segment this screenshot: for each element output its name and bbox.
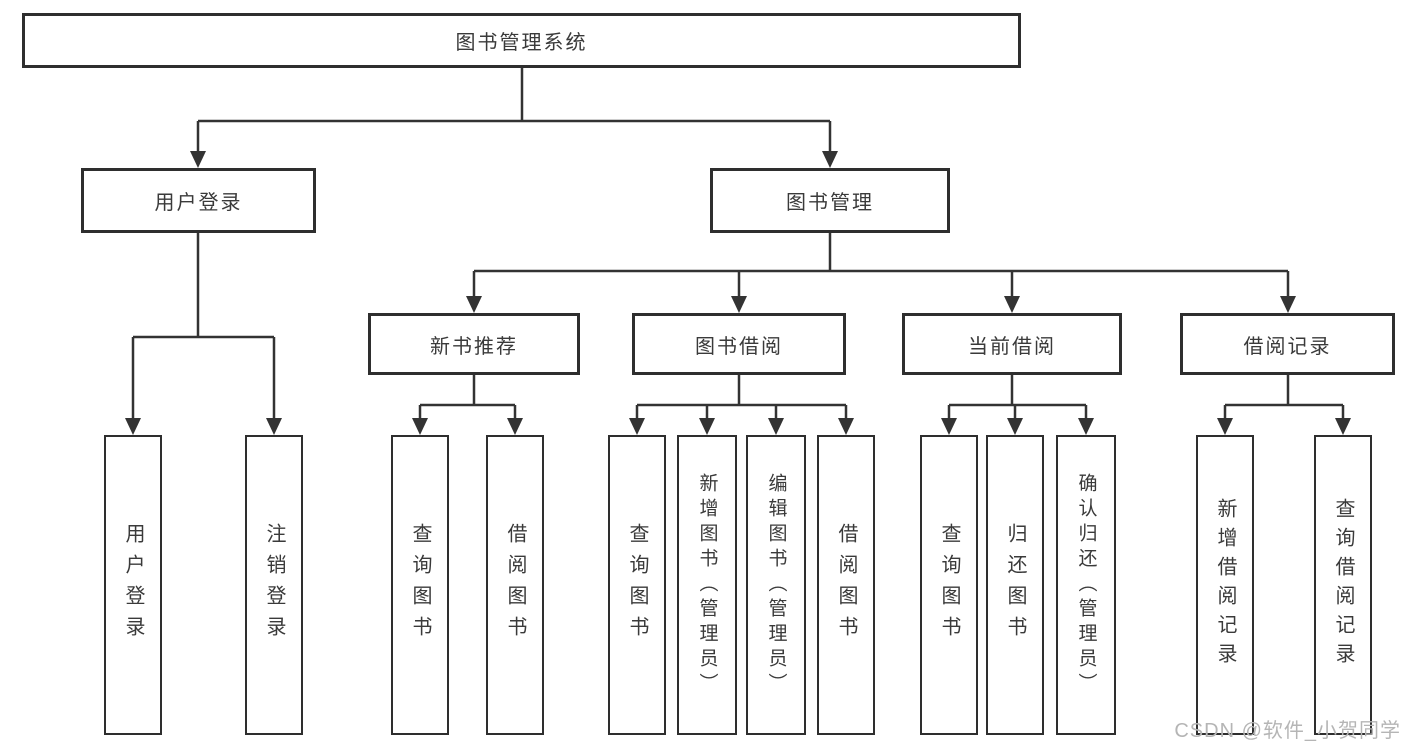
arrowhead [1004, 296, 1020, 313]
node-book-borrow: 图书借阅 [632, 313, 846, 375]
node-label: 图书借阅 [695, 335, 783, 358]
node-label: 用户登录 [122, 523, 144, 647]
leaf-add-borrow-record: 新增借阅记录 [1196, 435, 1254, 735]
book-borrow-branch-path [635, 375, 848, 420]
leaf-logout: 注销登录 [245, 435, 303, 735]
arrowhead [190, 151, 206, 168]
node-label: 新增借阅记录 [1214, 498, 1236, 672]
node-label: 新书推荐 [430, 335, 518, 358]
node-user-login: 用户登录 [81, 168, 316, 233]
leaf-query-books-current: 查询图书 [920, 435, 978, 735]
node-label: 编辑图书（管理员） [765, 472, 787, 698]
leaf-user-login: 用户登录 [104, 435, 162, 735]
user-login-branch-path [131, 233, 276, 420]
node-label: 图书管理系统 [455, 32, 588, 54]
arrowhead [1335, 418, 1351, 435]
node-book-management: 图书管理 [710, 168, 950, 233]
arrowhead [412, 418, 428, 435]
leaf-edit-books-admin: 编辑图书（管理员） [746, 435, 806, 735]
node-label: 借阅记录 [1243, 335, 1332, 358]
node-library-management-system: 图书管理系统 [22, 13, 1021, 68]
connector-paths [131, 68, 1345, 420]
node-label: 借阅图书 [835, 523, 857, 647]
leaf-add-books-admin: 新增图书（管理员） [677, 435, 737, 735]
node-label: 确认归还（管理员） [1075, 472, 1097, 698]
node-current-borrow: 当前借阅 [902, 313, 1122, 375]
leaf-borrow-books-recommend: 借阅图书 [486, 435, 544, 735]
arrowhead [838, 418, 854, 435]
current-borrow-branch-path [947, 375, 1088, 420]
borrow-records-branch-path [1223, 375, 1345, 420]
leaf-query-borrow-record: 查询借阅记录 [1314, 435, 1372, 735]
node-label: 注销登录 [263, 523, 285, 647]
leaf-borrow-books: 借阅图书 [817, 435, 875, 735]
arrowheads [125, 151, 1351, 435]
leaf-query-books-borrow: 查询图书 [608, 435, 666, 735]
watermark: CSDN @软件_小贺同学 [1174, 720, 1401, 742]
node-label: 查询图书 [938, 523, 960, 647]
node-label: 查询图书 [409, 523, 431, 647]
new-book-recommend-branch-path [418, 375, 517, 420]
arrowhead [466, 296, 482, 313]
node-label: 用户登录 [154, 192, 243, 214]
node-label: 图书管理 [786, 192, 874, 214]
arrowhead [1217, 418, 1233, 435]
node-label: 归还图书 [1004, 523, 1026, 647]
node-label: 查询借阅记录 [1332, 498, 1354, 672]
arrowhead [125, 418, 141, 435]
arrowhead [1078, 418, 1094, 435]
book-management-branch-path [472, 233, 1290, 298]
arrowhead [629, 418, 645, 435]
arrowhead [507, 418, 523, 435]
leaf-query-books-recommend: 查询图书 [391, 435, 449, 735]
arrowhead [1280, 296, 1296, 313]
arrowhead [266, 418, 282, 435]
arrowhead [1007, 418, 1023, 435]
arrowhead [768, 418, 784, 435]
arrowhead [731, 296, 747, 313]
node-new-book-recommend: 新书推荐 [368, 313, 580, 375]
node-borrow-records: 借阅记录 [1180, 313, 1395, 375]
node-label: 查询图书 [626, 523, 648, 647]
root-to-level2-path [196, 68, 832, 153]
node-label: 借阅图书 [504, 523, 526, 647]
arrowhead [941, 418, 957, 435]
arrowhead [699, 418, 715, 435]
node-label: 新增图书（管理员） [696, 472, 718, 698]
node-label: 当前借阅 [968, 335, 1056, 358]
leaf-return-books: 归还图书 [986, 435, 1044, 735]
leaf-confirm-return-admin: 确认归还（管理员） [1056, 435, 1116, 735]
arrowhead [822, 151, 838, 168]
